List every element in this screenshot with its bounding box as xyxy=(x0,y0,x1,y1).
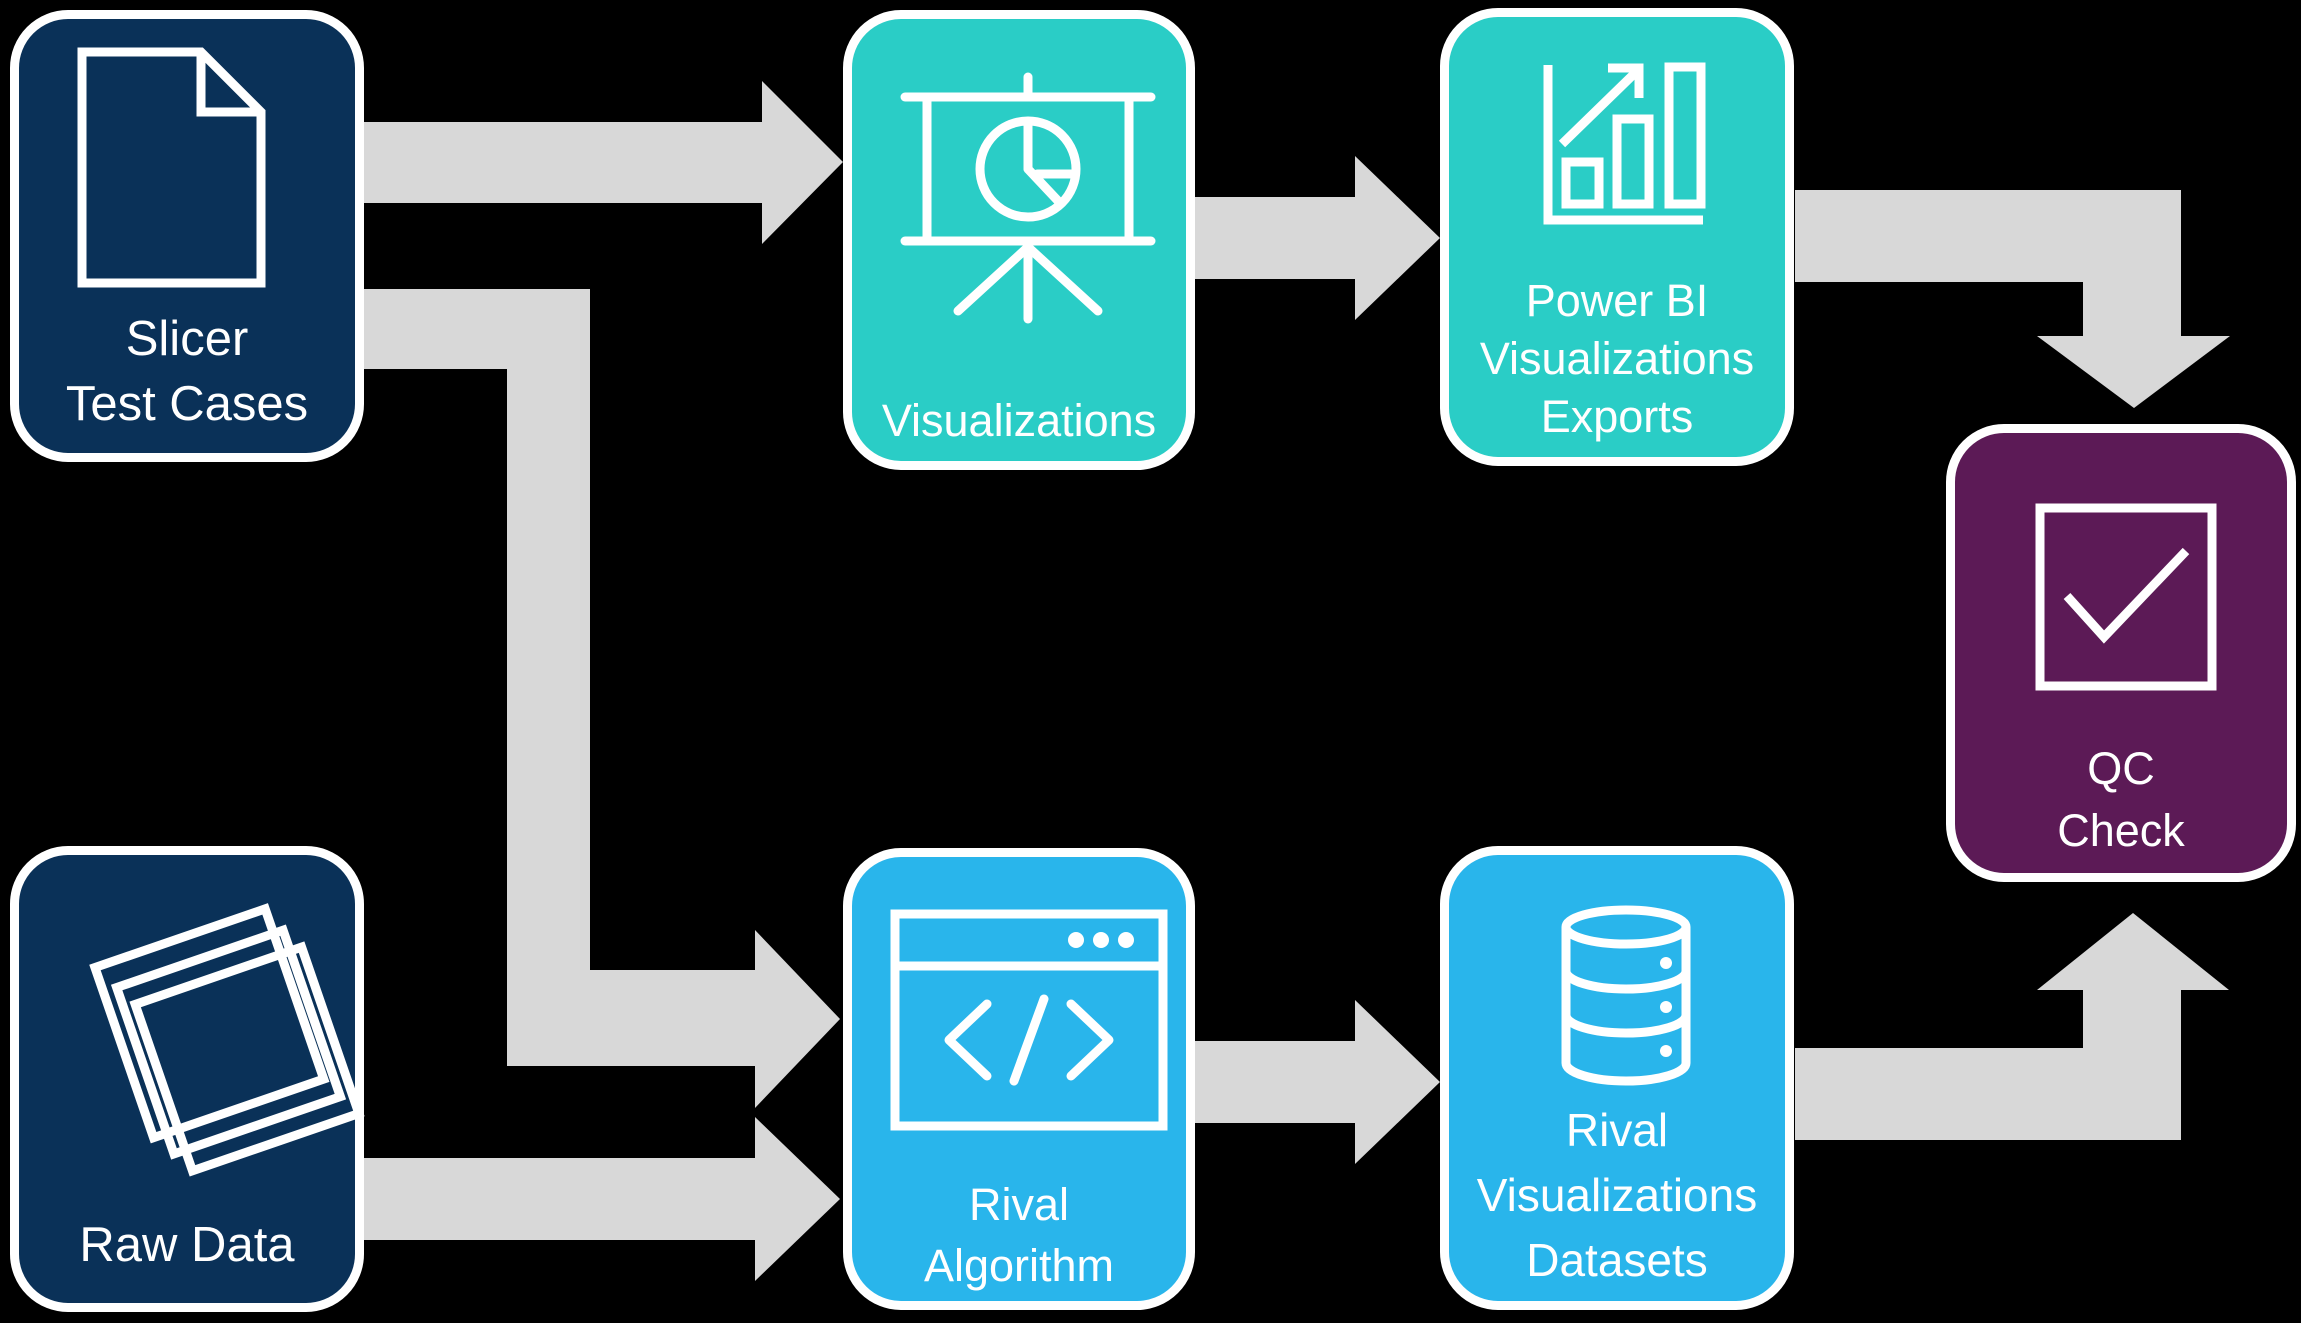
node-label: Slicer Test Cases xyxy=(65,312,309,431)
node-slicer-test-cases: Slicer Test Cases xyxy=(10,10,364,462)
arrow-datasets-to-qc xyxy=(1795,913,2229,1140)
arrow-slicer-to-rival-algorithm xyxy=(362,289,840,1108)
document-icon xyxy=(74,44,269,291)
node-rival-visualizations-datasets: Rival Visualizations Datasets xyxy=(1440,846,1794,1310)
node-label: Visualizations xyxy=(881,395,1157,446)
stacked-papers-icon xyxy=(89,879,365,1199)
node-qc-check: QC Check xyxy=(1946,424,2296,882)
node-label: Rival Algorithm xyxy=(923,1179,1115,1291)
arrow-rawdata-to-rival-algorithm xyxy=(362,1117,840,1281)
node-label: Power BI Visualizations Exports xyxy=(1479,275,1755,442)
node-label: Rival Visualizations Datasets xyxy=(1476,1104,1758,1286)
arrow-algorithm-to-datasets xyxy=(1193,1000,1440,1164)
node-raw-data: Raw Data xyxy=(10,846,365,1312)
database-icon xyxy=(1559,905,1693,1105)
presentation-pie-chart-icon xyxy=(897,69,1159,339)
node-label: QC Check xyxy=(2057,743,2185,856)
arrow-visualizations-to-powerbi xyxy=(1193,156,1440,320)
arrow-slicer-to-visualizations xyxy=(362,81,843,244)
checkbox-check-icon xyxy=(2035,503,2217,691)
node-label: Raw Data xyxy=(79,1218,295,1272)
node-visualizations: Visualizations xyxy=(843,10,1195,470)
arrow-powerbi-to-qc xyxy=(1795,190,2230,408)
bar-chart-growth-icon xyxy=(1543,59,1709,229)
node-rival-algorithm: Rival Algorithm xyxy=(843,848,1195,1310)
code-window-icon xyxy=(890,909,1168,1131)
node-power-bi-visualizations-exports: Power BI Visualizations Exports xyxy=(1440,8,1794,466)
